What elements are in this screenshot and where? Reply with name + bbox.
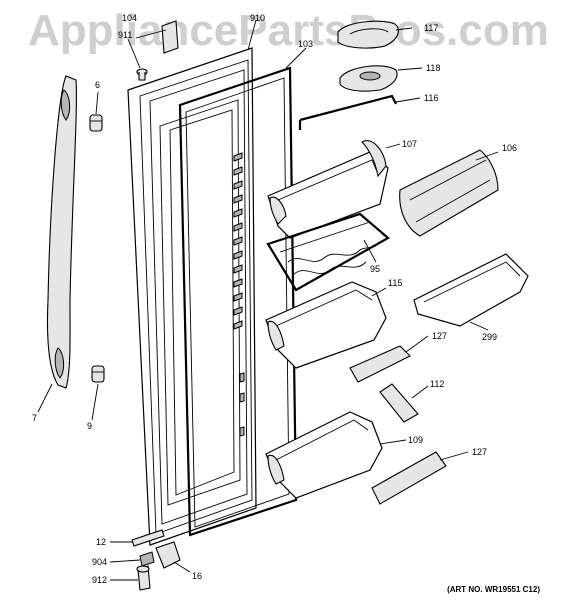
door-bin-109[interactable] [265, 411, 383, 499]
handle-screw-top[interactable] [89, 114, 103, 132]
callout-109: 109 [408, 435, 423, 445]
egg-tray[interactable] [339, 65, 398, 92]
art-number: (ART NO. WR19551 C12) [447, 585, 540, 594]
bin-end-cap-127-top[interactable] [349, 345, 411, 383]
callout-115: 115 [388, 278, 402, 288]
callout-910: 910 [250, 13, 265, 23]
bin-retainer-116[interactable] [298, 94, 397, 130]
screw-911[interactable] [136, 68, 148, 81]
callout-904: 904 [92, 557, 107, 567]
bin-299[interactable] [413, 253, 529, 327]
door-bin-107[interactable] [267, 140, 389, 239]
callout-104: 104 [122, 13, 137, 23]
door-liner[interactable] [159, 99, 241, 506]
callout-112: 112 [430, 379, 444, 389]
callout-127-lower: 127 [472, 447, 487, 457]
shelf-rail-notches [233, 152, 245, 437]
door-gasket[interactable] [178, 66, 298, 537]
watermark-text: AppliancePartsPros.com [28, 6, 549, 55]
dairy-door-106[interactable] [399, 149, 499, 237]
bin-side-112[interactable] [379, 383, 419, 423]
hinge-pin-904[interactable] [139, 551, 155, 567]
callout-117: 117 [424, 23, 438, 33]
callout-12: 12 [96, 537, 106, 547]
hinge-bracket-12[interactable] [131, 529, 165, 547]
callout-116: 116 [424, 93, 438, 103]
callout-912: 912 [92, 575, 107, 585]
dairy-cover[interactable] [337, 20, 399, 49]
bin-end-cap-127-bottom[interactable] [371, 451, 447, 505]
callout-6: 6 [95, 80, 100, 90]
door-bin-115[interactable] [265, 281, 387, 369]
wire-shelf-95[interactable] [266, 212, 390, 292]
bushing-912[interactable] [136, 565, 151, 591]
callout-95: 95 [370, 264, 380, 274]
callout-127-upper: 127 [432, 331, 447, 341]
callout-106: 106 [502, 143, 517, 153]
callout-911: 911 [118, 30, 132, 40]
door-handle[interactable] [46, 75, 77, 389]
handle-screw-bottom[interactable] [91, 365, 105, 383]
hinge-16[interactable] [155, 541, 181, 569]
callout-7: 7 [32, 413, 37, 423]
door-outer-panel[interactable] [127, 47, 257, 546]
callout-103: 103 [298, 39, 313, 49]
callout-299: 299 [482, 332, 497, 342]
door-top-cap[interactable] [161, 20, 179, 54]
callout-9: 9 [87, 421, 92, 431]
callout-107: 107 [402, 139, 417, 149]
callout-16: 16 [192, 571, 202, 581]
leader-lines [37, 19, 499, 581]
callout-118: 118 [426, 63, 440, 73]
